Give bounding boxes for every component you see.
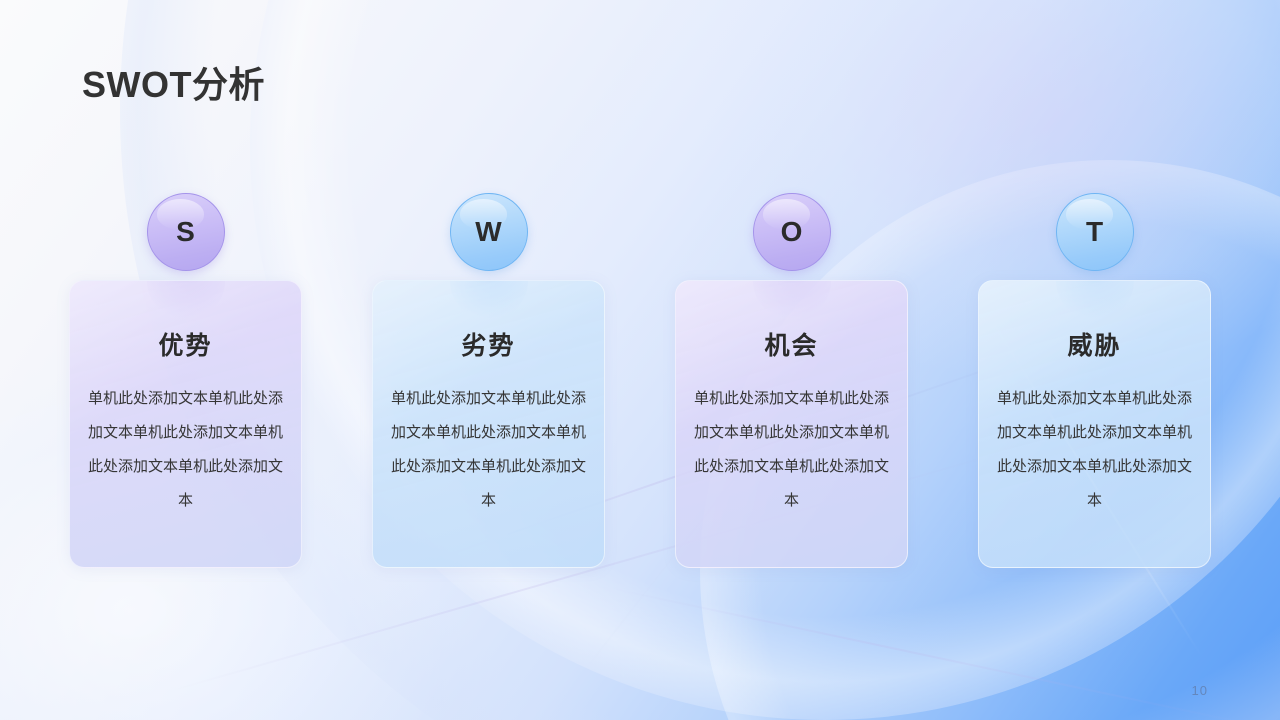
card-body-opportunities: 单机此处添加文本单机此处添加文本单机此处添加文本单机此处添加文本单机此处添加文本 (693, 390, 889, 509)
card-body-weaknesses: 单机此处添加文本单机此处添加文本单机此处添加文本单机此处添加文本单机此处添加文本 (390, 390, 586, 509)
badge-circle-w[interactable]: W (449, 193, 528, 271)
card-body-strengths: 单机此处添加文本单机此处添加文本单机此处添加文本单机此处添加文本单机此处添加文本 (87, 390, 283, 509)
card-body-threats: 单机此处添加文本单机此处添加文本单机此处添加文本单机此处添加文本单机此处添加文本 (996, 390, 1192, 509)
card-heading-weaknesses: 劣势 (461, 332, 516, 360)
card-heading-opportunities: 机会 (764, 332, 819, 360)
badge-circle-s[interactable]: S (146, 193, 225, 271)
badge-letter-t: T (1085, 216, 1104, 247)
page-title: SWOT分析 (82, 64, 265, 105)
swot-card-opportunities[interactable]: 机会 单机此处添加文本单机此处添加文本单机此处添加文本单机此处添加文本单机此处添… (675, 280, 908, 568)
card-heading-threats: 威胁 (1067, 332, 1122, 360)
badge-letter-s: S (176, 216, 195, 247)
badge-letter-o: O (780, 216, 803, 247)
badge-circle-o[interactable]: O (752, 193, 831, 271)
swot-card-weaknesses[interactable]: 劣势 单机此处添加文本单机此处添加文本单机此处添加文本单机此处添加文本单机此处添… (372, 280, 605, 568)
swot-card-threats[interactable]: 威胁 单机此处添加文本单机此处添加文本单机此处添加文本单机此处添加文本单机此处添… (978, 280, 1211, 568)
swot-card-strengths[interactable]: 优势 单机此处添加文本单机此处添加文本单机此处添加文本单机此处添加文本单机此处添… (69, 280, 302, 568)
badge-circle-t[interactable]: T (1055, 193, 1134, 271)
card-heading-strengths: 优势 (158, 332, 213, 360)
badge-letter-w: W (475, 216, 502, 247)
page-number: 10 (1191, 683, 1208, 698)
